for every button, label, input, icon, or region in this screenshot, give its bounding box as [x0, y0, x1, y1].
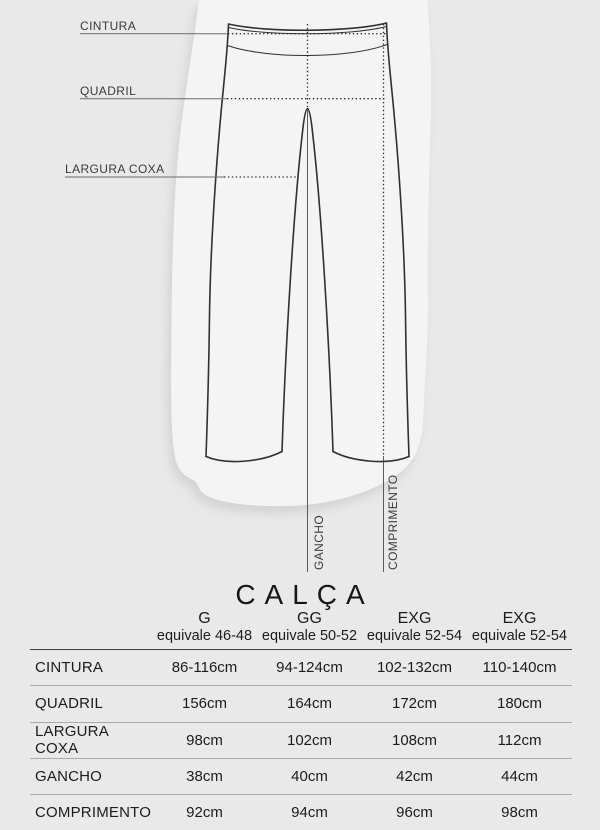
comprimento-measure-label: COMPRIMENTO — [386, 474, 400, 570]
cell-value: 156cm — [181, 695, 228, 713]
column-header-g: G equivale 46-48 — [152, 610, 257, 645]
cell-value: 98cm — [501, 804, 538, 822]
right-outer-seam — [385, 22, 410, 458]
table-row-quadril: QUADRIL 156cm 164cm 172cm 180cm — [30, 685, 572, 721]
model-silhouette — [171, 0, 432, 507]
cell-value: 102-132cm — [376, 659, 453, 677]
cell-value: 98cm — [186, 731, 223, 749]
left-hem — [205, 450, 283, 463]
page-title: CALÇA — [235, 579, 374, 610]
cell-value: 44cm — [501, 768, 538, 786]
row-label: COMPRIMENTO — [35, 804, 152, 822]
size-equivalence: equivale 50-52 — [261, 628, 358, 644]
cell-value: 110-140cm — [482, 659, 557, 677]
cell-value: 96cm — [396, 804, 433, 822]
row-label: GANCHO — [35, 768, 103, 786]
left-outer-seam — [205, 23, 230, 458]
cell-value: 172cm — [391, 695, 438, 713]
column-header-exg-2: EXG equivale 52-54 — [467, 610, 572, 645]
waistband-top-seam — [228, 26, 387, 35]
cell-value: 92cm — [186, 804, 223, 822]
row-label: LARGURA COXA — [35, 723, 109, 758]
size-equivalence: equivale 46-48 — [156, 628, 253, 644]
size-equivalence: equivale 52-54 — [471, 628, 568, 644]
size-equivalence: equivale 52-54 — [366, 628, 463, 644]
row-label: CINTURA — [35, 659, 104, 677]
size-name: EXG — [397, 610, 432, 627]
size-name: GG — [297, 610, 322, 627]
column-header-exg-1: EXG equivale 52-54 — [362, 610, 467, 645]
cell-value: 102cm — [286, 731, 333, 749]
pants-outline — [205, 22, 410, 463]
size-table: G equivale 46-48 GG equivale 50-52 EXG e… — [30, 610, 572, 830]
cell-value: 112cm — [497, 731, 542, 749]
table-row-gancho: GANCHO 38cm 40cm 42cm 44cm — [30, 757, 572, 794]
cintura-measure-label: CINTURA — [80, 19, 137, 33]
cell-value: 86-116cm — [171, 659, 238, 677]
size-name: G — [198, 610, 211, 627]
gancho-measure-label: GANCHO — [312, 514, 326, 570]
largura-coxa-measure-label: LARGURA COXA — [65, 162, 165, 176]
size-name: EXG — [502, 610, 537, 627]
size-table-header: G equivale 46-48 GG equivale 50-52 EXG e… — [30, 610, 572, 650]
cell-value: 108cm — [391, 731, 438, 749]
column-header-gg: GG equivale 50-52 — [257, 610, 362, 645]
quadril-measure-label: QUADRIL — [80, 84, 137, 98]
row-label: QUADRIL — [35, 695, 104, 713]
cell-value: 180cm — [496, 695, 543, 713]
measurement-lines — [65, 24, 386, 572]
cell-value: 40cm — [291, 768, 328, 786]
waistband-top-edge — [227, 22, 388, 32]
cell-value: 42cm — [396, 768, 433, 786]
cell-value: 164cm — [286, 695, 333, 713]
table-row-cintura: CINTURA 86-116cm 94-124cm 102-132cm 110-… — [30, 650, 572, 685]
inner-seams-crotch — [281, 107, 334, 453]
right-hem — [332, 450, 410, 463]
table-row-comprimento: COMPRIMENTO 92cm 94cm 96cm 98cm — [30, 794, 572, 830]
table-row-largura-coxa: LARGURA COXA 98cm 102cm 108cm 112cm — [30, 721, 572, 758]
cell-value: 94-124cm — [276, 659, 343, 677]
cell-value: 94cm — [291, 804, 328, 822]
cell-value: 38cm — [186, 768, 223, 786]
